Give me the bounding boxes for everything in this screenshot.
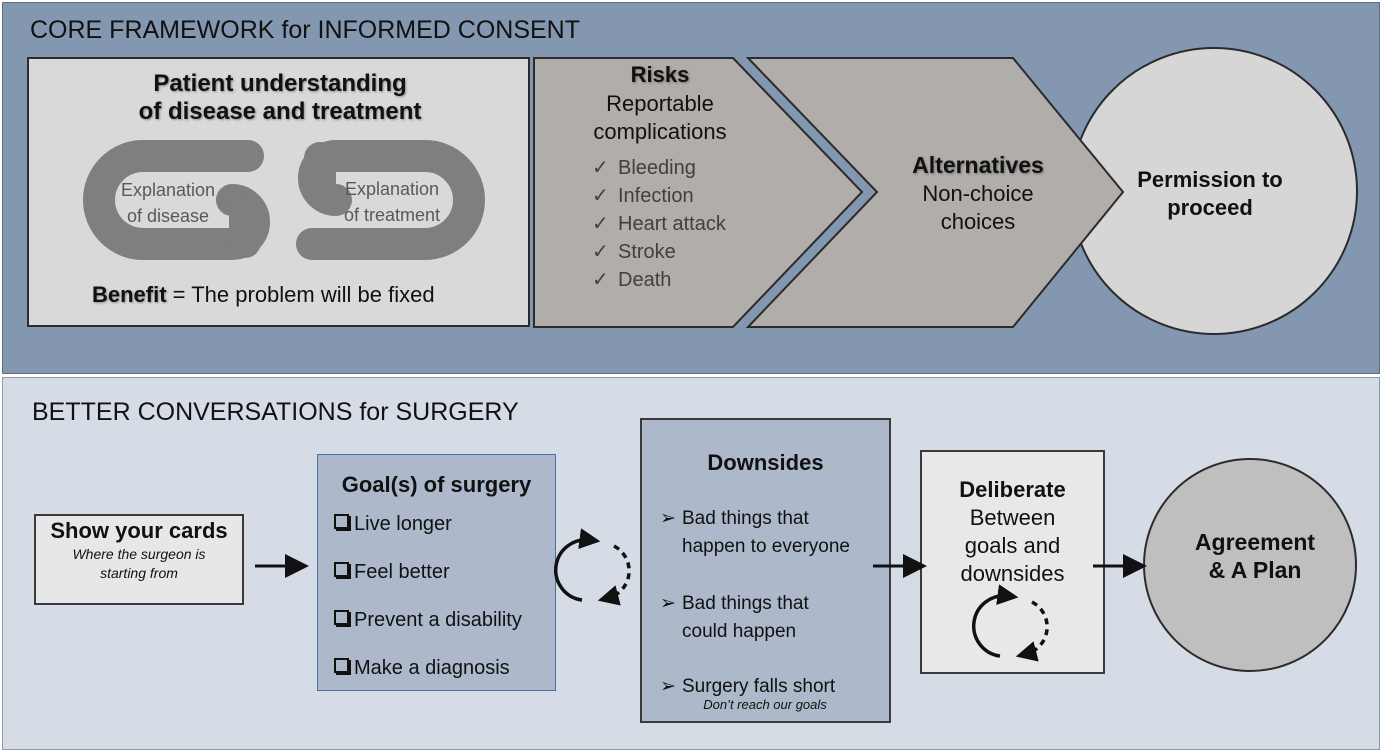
benefit-line: Benefit = The problem will be fixed: [92, 282, 435, 308]
risks-list: ✓Bleeding ✓Infection ✓Heart attack ✓Stro…: [592, 155, 726, 295]
risks-subtitle: Reportable complications: [593, 91, 727, 144]
framework-shapes: [533, 47, 1358, 335]
cycle-icon: [554, 528, 631, 606]
show-cards-box: [34, 514, 244, 605]
downside-note: Don’t reach our goals: [703, 697, 827, 712]
downside-item: ➢Bad things that happen to everyone: [660, 505, 850, 561]
risk-item: ✓Infection: [592, 185, 694, 207]
show-cards-subtitle: Where the surgeon is starting from: [72, 546, 206, 581]
risks-chevron: [533, 57, 864, 328]
arrow-bullet-icon: ➢: [660, 593, 676, 614]
alternatives-title: Alternatives: [912, 152, 1044, 178]
check-icon: ✓: [592, 241, 609, 263]
check-icon: ✓: [592, 157, 609, 179]
downside-item: ➢Bad things that could happen: [660, 590, 809, 646]
deliberate-box: [920, 450, 1105, 674]
alternatives-subtitle: Non-choice choices: [922, 181, 1034, 234]
check-icon: ✓: [592, 213, 609, 235]
goal-item: Feel better: [334, 561, 450, 584]
downsides-box: [640, 418, 891, 723]
check-icon: ✓: [592, 185, 609, 207]
risk-item: ✓Death: [592, 269, 672, 291]
checkbox-icon: [334, 658, 349, 673]
agreement-text: Agreement & A Plan: [1194, 529, 1316, 583]
risk-item: ✓Bleeding: [592, 157, 696, 179]
checkbox-icon: [334, 562, 349, 577]
benefit-label: Benefit: [92, 282, 167, 307]
alternatives-chevron: [745, 57, 1125, 328]
goal-item: Live longer: [334, 513, 452, 536]
deliberate-text: Between goals and downsides: [960, 505, 1065, 586]
better-conversations-title: BETTER CONVERSATIONS for SURGERY: [32, 398, 519, 426]
permission-text: Permission to proceed: [1137, 167, 1283, 220]
goal-item: Make a diagnosis: [334, 657, 510, 680]
goal-item: Prevent a disability: [334, 609, 522, 632]
core-framework-title: CORE FRAMEWORK for INFORMED CONSENT: [30, 16, 581, 44]
risk-item: ✓Heart attack: [592, 213, 726, 235]
downside-item: ➢Surgery falls short: [660, 673, 835, 701]
link-right-text: Explanation of treatment: [343, 179, 441, 225]
flow-arrows: [255, 528, 1147, 662]
checkbox-icon: [334, 514, 349, 529]
goals-box: [317, 454, 556, 691]
downsides-title: Downsides: [707, 450, 824, 475]
arrow-bullet-icon: ➢: [660, 508, 676, 529]
understanding-title: Patient understanding of disease and tre…: [138, 70, 422, 125]
check-icon: ✓: [592, 269, 609, 291]
checkbox-icon: [334, 610, 349, 625]
link-left-text: Explanation of disease: [120, 180, 216, 226]
goals-title: Goal(s) of surgery: [341, 472, 532, 497]
deliberate-title: Deliberate: [959, 477, 1066, 502]
chain-link-icon: [83, 140, 485, 260]
arrow-bullet-icon: ➢: [660, 676, 676, 697]
risk-item: ✓Stroke: [592, 241, 676, 263]
show-cards-title: Show your cards: [50, 518, 228, 543]
cycle-icon: [972, 584, 1049, 662]
risks-title: Risks: [630, 62, 690, 87]
benefit-text: = The problem will be fixed: [166, 282, 435, 307]
